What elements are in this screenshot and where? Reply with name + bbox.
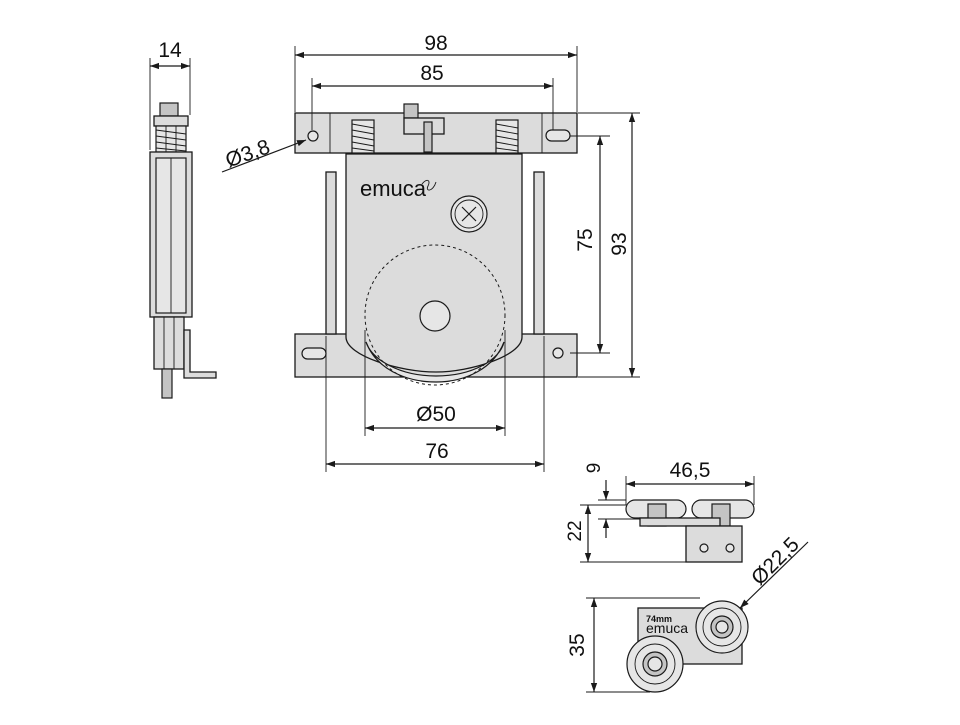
wheel-rim <box>365 341 505 383</box>
wheel-outline-dashed <box>364 244 506 386</box>
dim-side-width-label: 14 <box>158 39 182 62</box>
dim-hole-diameter-label: Ø3,8 <box>222 135 273 172</box>
adjuster-knob <box>403 103 419 119</box>
bottom-left-slot <box>301 347 327 360</box>
dim-small-base-height-label: 35 <box>566 633 589 656</box>
side-bracket <box>183 329 217 379</box>
brand-logo: emuca <box>360 176 427 201</box>
dim-body-width-label: 76 <box>425 440 448 463</box>
side-legs <box>153 316 185 370</box>
dim-overall-width-label: 98 <box>424 32 447 55</box>
small-bracket-hole-right <box>725 543 735 553</box>
front-view: emuca 98 85 Ø3,8 75 93 Ø50 76 <box>221 32 640 472</box>
dim-small-wheel-diameter-label: Ø22,5 <box>747 533 804 590</box>
bottom-right-hole <box>552 347 564 359</box>
right-rail <box>533 171 545 335</box>
small-wheel-left <box>626 635 684 693</box>
small-side-view: 46,5 9 22 <box>565 459 755 563</box>
phillips-screw-icon <box>450 195 488 233</box>
small-bracket <box>685 525 743 563</box>
dim-hole-spacing-label: 85 <box>420 62 443 85</box>
adjuster-stem <box>423 121 433 153</box>
side-spring <box>155 125 187 153</box>
dim-small-width-label: 46,5 <box>670 459 711 482</box>
dim-small-height-label: 22 <box>565 520 586 541</box>
side-bolt-head <box>159 102 179 117</box>
left-spring <box>351 119 375 154</box>
dim-line-hole-diameter <box>221 139 307 173</box>
small-bracket-hole-left <box>699 543 709 553</box>
side-top-plate <box>153 115 189 127</box>
dim-line-small-wheel-diameter <box>739 541 809 609</box>
dim-wheel-diameter-label: Ø50 <box>416 403 456 426</box>
dim-small-top-gap-label: 9 <box>584 463 605 474</box>
side-lower-pin <box>161 368 173 399</box>
small-logo-caption: 74mm <box>646 614 672 624</box>
top-left-hole <box>307 130 319 142</box>
small-axle-bar <box>639 517 721 527</box>
right-spring <box>495 119 519 154</box>
small-wheel-right <box>695 600 749 654</box>
left-rail <box>325 171 337 335</box>
top-right-slot <box>545 129 571 142</box>
wheel-axle <box>419 300 451 332</box>
dim-inner-height-label: 75 <box>574 228 597 251</box>
dim-overall-height-label: 93 <box>608 232 631 255</box>
small-brand-logo: emuca <box>646 620 688 636</box>
brand-logo-mark-icon <box>421 179 437 191</box>
side-view: 14 <box>149 39 217 399</box>
